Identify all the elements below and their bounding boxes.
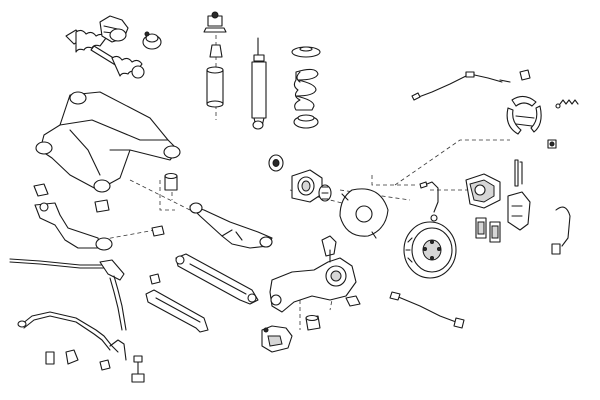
- drive-shaft[interactable]: [65, 29, 145, 79]
- brake-disc[interactable]: [403, 221, 457, 279]
- mount-bracket[interactable]: [519, 69, 557, 149]
- stabilizer-bar[interactable]: [9, 258, 127, 331]
- brake-shoe-set[interactable]: [506, 95, 542, 135]
- mount-bracket[interactable]: [34, 202, 113, 251]
- rubber-mount[interactable]: [149, 273, 161, 285]
- brake-caliper[interactable]: [465, 173, 501, 209]
- cv-joint-boot[interactable]: [99, 15, 129, 43]
- shock-absorber[interactable]: [251, 37, 267, 130]
- shock-mount[interactable]: [203, 11, 227, 33]
- dust-boot[interactable]: [206, 66, 224, 108]
- brake-backing-plate[interactable]: [339, 188, 389, 239]
- subframe[interactable]: [35, 91, 181, 193]
- trailing-link[interactable]: [175, 253, 259, 305]
- subframe-bushing[interactable]: [33, 172, 178, 213]
- coil-spring-seat[interactable]: [293, 114, 319, 129]
- coil-spring-seat[interactable]: [291, 46, 321, 58]
- wheel-bearing[interactable]: [268, 154, 332, 202]
- abs-sensor[interactable]: [389, 291, 465, 329]
- brake-pads[interactable]: [475, 217, 501, 243]
- abs-sensor[interactable]: [551, 206, 571, 255]
- wear-sensor[interactable]: [514, 159, 523, 187]
- mount-bracket[interactable]: [345, 295, 361, 307]
- rubber-mount[interactable]: [142, 31, 162, 50]
- rubber-mount[interactable]: [45, 349, 111, 371]
- mount-bracket[interactable]: [507, 191, 531, 231]
- engine-mount[interactable]: [261, 325, 293, 353]
- rubber-mount[interactable]: [209, 44, 223, 58]
- brake-spring-kit[interactable]: [555, 99, 579, 109]
- subframe-bushing[interactable]: [151, 225, 165, 237]
- handbrake-cable[interactable]: [411, 71, 511, 101]
- wheel-hub[interactable]: [291, 169, 323, 203]
- brake-hose[interactable]: [419, 181, 439, 222]
- tie-rod[interactable]: [145, 289, 209, 333]
- bump-stop[interactable]: [293, 68, 319, 111]
- stabilizer-link[interactable]: [131, 355, 145, 383]
- subframe-bushing[interactable]: [305, 314, 321, 331]
- control-arm[interactable]: [189, 202, 273, 249]
- stabilizer-bar[interactable]: [17, 311, 127, 361]
- wheel-carrier[interactable]: [269, 235, 357, 313]
